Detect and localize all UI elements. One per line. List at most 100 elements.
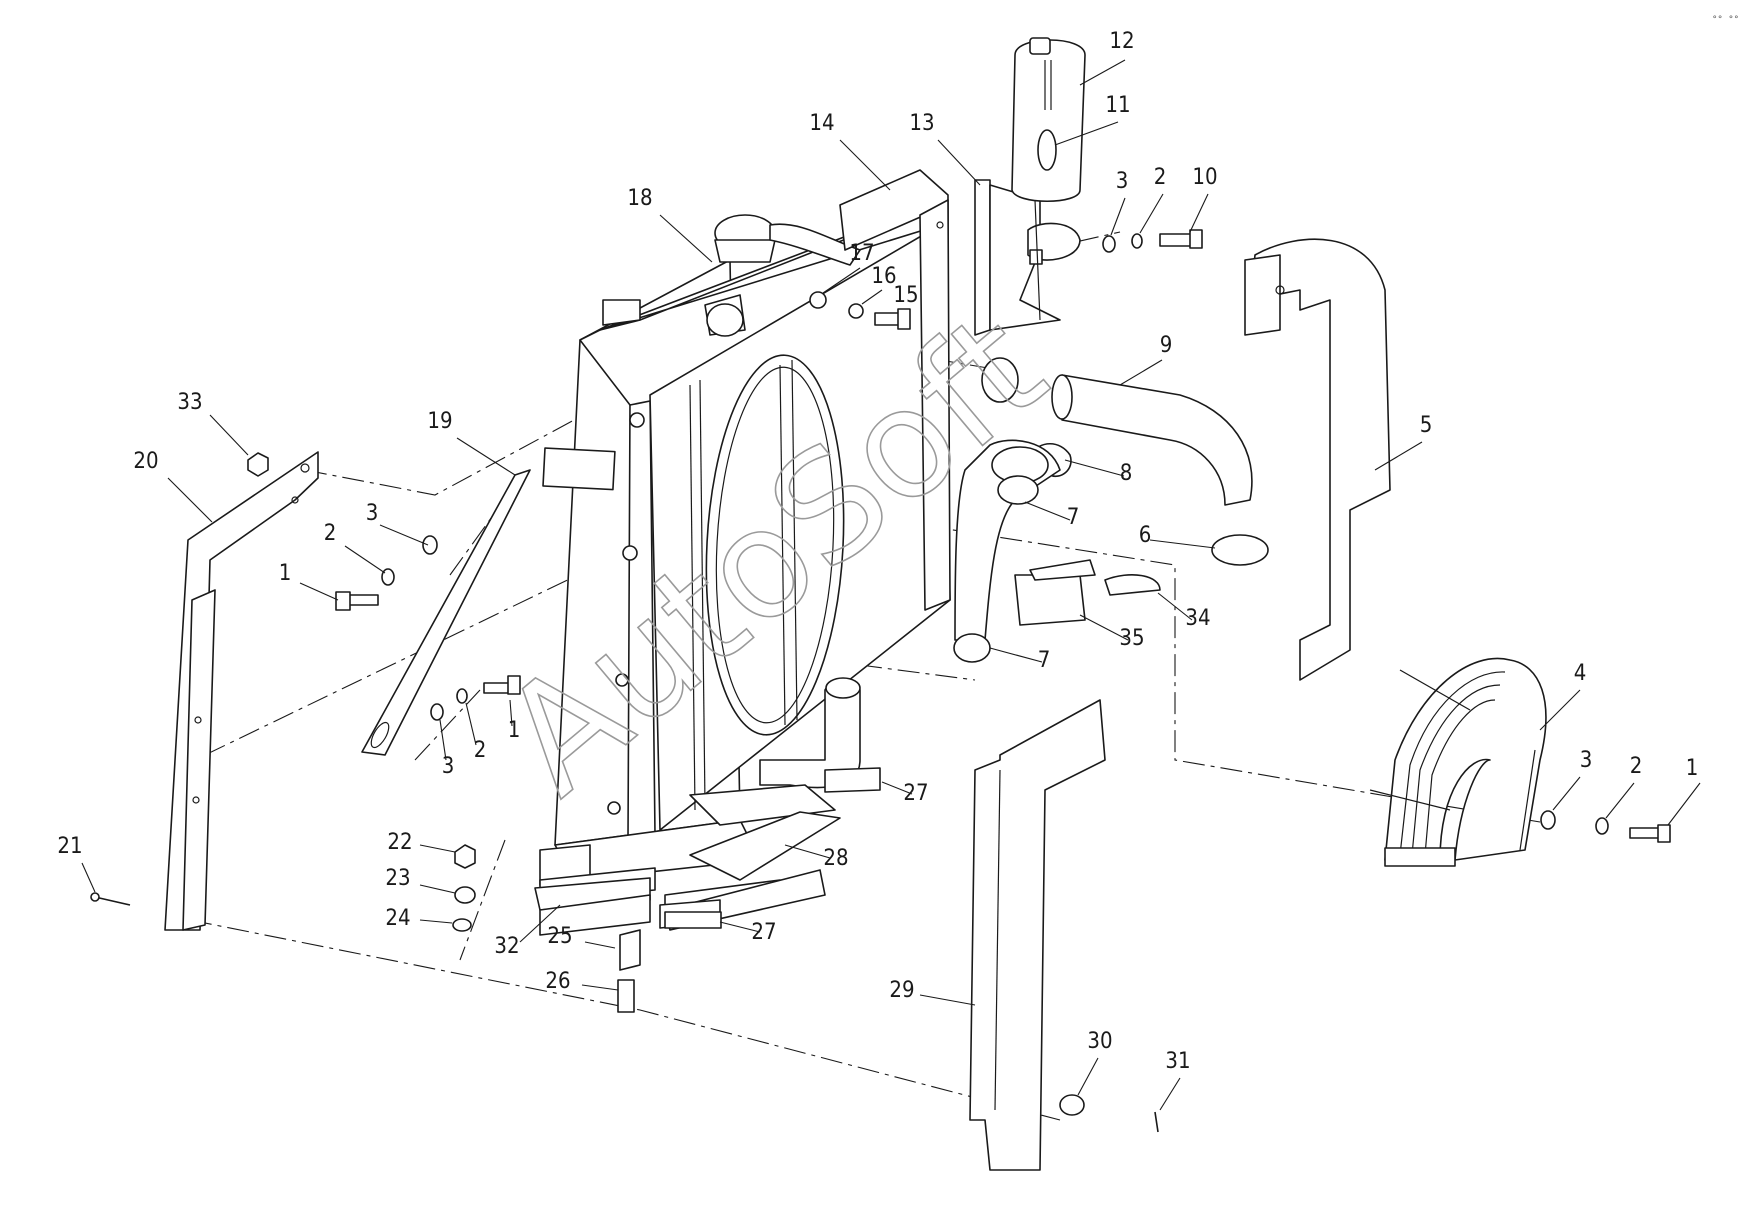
callout-label-15: 15 <box>893 283 918 308</box>
callout-label-1b: 1 <box>508 718 521 743</box>
cooler-4 <box>1369 657 1547 867</box>
callout-label-27a: 27 <box>903 781 928 806</box>
callout-leader-7b <box>989 647 1043 663</box>
callout-leader-4 <box>1539 689 1581 731</box>
callout-label-21: 21 <box>57 834 82 859</box>
fasteners-22-24 <box>452 844 476 932</box>
callout-label-2b: 2 <box>324 521 337 546</box>
callout-label-19: 19 <box>427 409 452 434</box>
callout-leader-19 <box>456 437 516 476</box>
callout-leader-2c <box>465 702 477 746</box>
callout-leader-2a <box>1139 193 1164 234</box>
callout-label-32: 32 <box>494 934 519 959</box>
callout-label-24: 24 <box>385 906 410 931</box>
panel-29 <box>969 699 1106 1171</box>
callout-leader-16 <box>861 289 883 305</box>
callout-label-29: 29 <box>889 978 914 1003</box>
callout-leader-25 <box>584 941 616 949</box>
callout-label-13: 13 <box>909 111 934 136</box>
callout-label-5: 5 <box>1420 413 1433 438</box>
callout-leader-18 <box>659 214 713 263</box>
callout-label-7a: 7 <box>1067 505 1080 530</box>
callout-leader-8 <box>1064 459 1125 477</box>
callout-leader-6 <box>1149 539 1216 549</box>
callout-leader-27a <box>881 781 913 795</box>
callout-leader-3d <box>1552 776 1581 811</box>
callout-label-33: 33 <box>177 390 202 415</box>
callout-leader-21 <box>81 862 96 893</box>
callout-leader-10 <box>1189 193 1209 233</box>
callout-label-2c: 2 <box>474 738 487 763</box>
bolts-15-17 <box>809 291 911 330</box>
callout-leader-2b <box>344 545 386 574</box>
callout-leader-3c <box>439 719 447 761</box>
callout-leader-26 <box>581 984 619 991</box>
callout-label-6: 6 <box>1139 523 1152 548</box>
callout-label-22: 22 <box>387 830 412 855</box>
callout-label-34: 34 <box>1185 606 1210 631</box>
callout-label-25: 25 <box>547 924 572 949</box>
callout-label-3b: 3 <box>366 501 379 526</box>
fasteners-30-31 <box>1059 1094 1159 1133</box>
callout-label-16: 16 <box>871 264 896 289</box>
callout-leader-27b <box>719 921 761 933</box>
callout-label-10: 10 <box>1192 165 1217 190</box>
shroud-5 <box>1244 238 1391 681</box>
callout-leader-12 <box>1079 59 1126 86</box>
callout-leader-5 <box>1374 441 1423 471</box>
callout-leader-1a <box>299 582 339 601</box>
callout-label-35: 35 <box>1119 626 1144 651</box>
callout-label-2d: 2 <box>1630 754 1643 779</box>
bottom-components <box>534 767 881 1013</box>
callout-leader-28 <box>784 844 831 859</box>
fasteners-left <box>247 452 521 721</box>
callout-label-8: 8 <box>1120 461 1133 486</box>
callout-leader-11 <box>1054 121 1119 146</box>
callout-leader-32 <box>519 904 561 943</box>
callout-leader-14 <box>839 139 891 191</box>
corner-mark: °° °° <box>1712 15 1739 25</box>
callout-label-23: 23 <box>385 866 410 891</box>
stay-rod-19 <box>361 447 616 756</box>
callout-label-28: 28 <box>823 846 848 871</box>
callout-label-20: 20 <box>133 449 158 474</box>
callout-label-7b: 7 <box>1038 648 1051 673</box>
callout-leader-7a <box>1024 501 1071 521</box>
callout-leader-3b <box>379 524 429 546</box>
radiator-assembly <box>539 209 951 886</box>
fasteners-right <box>1540 810 1671 843</box>
tank-fasteners <box>1102 229 1203 253</box>
callout-leader-35 <box>1079 614 1129 641</box>
callout-label-12: 12 <box>1109 29 1134 54</box>
callout-label-3d: 3 <box>1580 748 1593 773</box>
callout-leader-29 <box>919 994 976 1006</box>
callout-leader-1c <box>1667 782 1701 826</box>
callout-label-3a: 3 <box>1116 169 1129 194</box>
callout-label-3c: 3 <box>442 754 455 779</box>
expansion-tank <box>974 37 1086 336</box>
left-support-20 <box>164 451 319 931</box>
callout-label-30: 30 <box>1087 1029 1112 1054</box>
callout-leader-31 <box>1159 1077 1181 1111</box>
callout-label-9: 9 <box>1160 333 1173 358</box>
callout-leader-30 <box>1077 1057 1099 1096</box>
callout-label-4: 4 <box>1574 661 1587 686</box>
callout-label-26: 26 <box>545 969 570 994</box>
callout-leader-3a <box>1110 197 1126 236</box>
bolt-21 <box>90 892 131 906</box>
callout-leader-23 <box>419 884 456 894</box>
callout-label-17: 17 <box>849 241 874 266</box>
callout-leader-34 <box>1157 592 1193 621</box>
callout-leader-22 <box>419 844 456 853</box>
callout-leader-13 <box>937 139 981 186</box>
callout-leader-9 <box>1119 359 1163 386</box>
callout-leader-20 <box>167 477 213 523</box>
callout-leader-33 <box>209 414 249 456</box>
hoses <box>759 357 1269 789</box>
callout-label-1a: 1 <box>279 561 292 586</box>
callout-leader-2d <box>1605 782 1635 819</box>
callout-label-11: 11 <box>1105 93 1130 118</box>
